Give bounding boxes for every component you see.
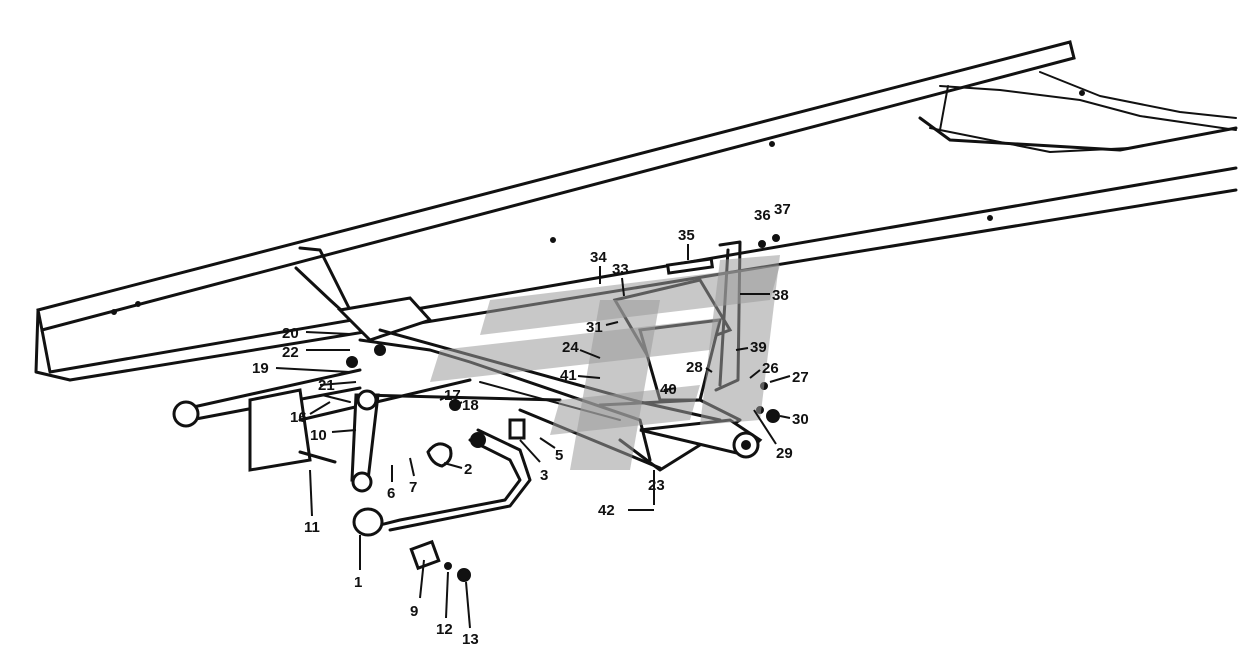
callout-17: 17 [444, 387, 461, 404]
callout-41: 41 [560, 367, 577, 384]
callout-13: 13 [462, 631, 479, 648]
callout-18: 18 [462, 397, 479, 414]
callout-30: 30 [792, 411, 809, 428]
callout-24: 24 [562, 339, 579, 356]
callout-40: 40 [660, 381, 677, 398]
callout-42: 42 [598, 502, 615, 519]
callout-7: 7 [409, 479, 417, 496]
callout-22: 22 [282, 344, 299, 361]
callout-12: 12 [436, 621, 453, 638]
callout-19: 19 [252, 360, 269, 377]
callout-11: 11 [304, 519, 320, 536]
callout-5: 5 [555, 447, 563, 464]
callout-33: 33 [612, 261, 629, 278]
callout-35: 35 [678, 227, 695, 244]
callout-31: 31 [586, 319, 603, 336]
callout-3: 3 [540, 467, 548, 484]
callout-27: 27 [792, 369, 809, 386]
callout-21: 21 [318, 377, 335, 394]
callout-1: 1 [354, 574, 362, 591]
callout-10: 10 [310, 427, 327, 444]
callout-37: 37 [774, 201, 791, 218]
watermark-logo [430, 255, 780, 470]
callout-labels: 1 2 3 5 6 7 9 10 11 12 13 16 17 18 19 20… [252, 201, 809, 648]
callout-28: 28 [686, 359, 703, 376]
callout-9: 9 [410, 603, 418, 620]
callout-16: 16 [290, 409, 307, 426]
callout-39: 39 [750, 339, 767, 356]
callout-6: 6 [387, 485, 395, 502]
callout-29: 29 [776, 445, 793, 462]
callout-2: 2 [464, 461, 472, 478]
callout-23: 23 [648, 477, 665, 494]
callout-34: 34 [590, 249, 607, 266]
callout-38: 38 [772, 287, 789, 304]
callout-20: 20 [282, 325, 299, 342]
callout-26: 26 [762, 360, 779, 377]
callout-36: 36 [754, 207, 771, 224]
callout-leaders [275, 244, 791, 629]
